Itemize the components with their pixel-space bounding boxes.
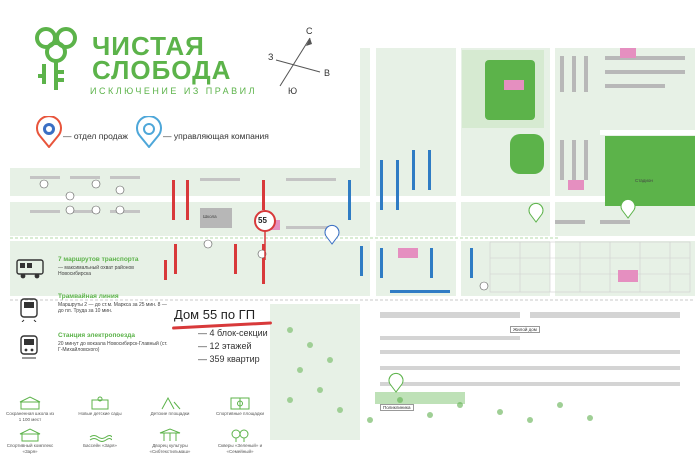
compass-east: В	[324, 68, 331, 78]
legend-sales: — отдел продаж	[63, 131, 128, 141]
house-title: Дом 55 по ГП	[174, 307, 256, 322]
house-line-floors: — 12 этажей	[198, 341, 252, 351]
tram-icon	[18, 296, 40, 327]
brand-title-line2: СЛОБОДА	[92, 55, 232, 85]
transport-bus-title: 7 маршрутов транспорта	[58, 256, 139, 263]
culture-house-icon	[158, 428, 182, 447]
management-marker-icon	[136, 115, 162, 153]
train-icon	[18, 334, 40, 365]
bus-icon	[16, 258, 44, 285]
transport-train-title: Станция электропоезда	[58, 332, 135, 339]
stadium-label: Стадион	[635, 178, 653, 183]
brand-title-line1: ЧИСТАЯ	[92, 31, 205, 61]
house-55-marker[interactable]: 55	[254, 210, 276, 265]
compass-north: С	[306, 26, 313, 36]
legend-school-label: Сохраненная школа из 1 100 мест	[5, 411, 55, 422]
legend-culture-house-label: Дворец культуры «Сибтекстильмаш»	[149, 443, 191, 454]
logo-icon	[30, 24, 88, 94]
transport-tram-text: Маршруты 2 — до ст.м. Маркса за 25 мин. …	[58, 302, 167, 314]
legend-sport-complex-label: Спортивный комплекс «Заря»	[6, 443, 54, 454]
clinic-label: Поликлиника	[380, 404, 414, 411]
sport-ground-icon	[228, 396, 252, 415]
icon-legend: Сохраненная школа из 1 100 мест Новые де…	[6, 396, 290, 460]
brand-tagline: ИСКЛЮЧЕНИЕ ИЗ ПРАВИЛ	[90, 86, 258, 96]
school-label: Школа	[203, 214, 217, 219]
compass: С Ю З В	[264, 26, 334, 98]
house-line-sections: — 4 блок-секции	[198, 328, 268, 338]
pool-icon	[88, 428, 113, 447]
kindergarten-icon	[88, 396, 112, 415]
sport-complex-icon	[18, 428, 42, 447]
legend-sport-ground-label: Спортивные площадки	[216, 411, 264, 416]
compass-west: З	[268, 52, 274, 62]
transport-tram-title: Трамвайная линия	[58, 293, 119, 300]
tree-icon	[18, 396, 42, 415]
compass-arrow-icon	[275, 37, 321, 87]
park-icon	[228, 428, 252, 447]
transport-bus-text: — максимальный охват районов Новосибирск…	[58, 265, 134, 277]
house-line-apartments: — 359 квартир	[198, 354, 260, 364]
playground-icon	[158, 396, 182, 415]
house-marker-number: 55	[258, 216, 267, 225]
sales-office-marker-icon	[36, 115, 62, 153]
legend-park-label: Скверы «Зеленый» и «Семейный»	[217, 443, 263, 454]
living-house-label: Жилой дом	[510, 326, 540, 333]
transport-train-text: 20 минут до вокзала Новосибирск-Главный …	[58, 341, 168, 353]
legend-management: — управляющая компания	[163, 131, 269, 141]
legend-playground-label: Детские площадки	[150, 411, 190, 416]
compass-south: Ю	[288, 86, 298, 96]
legend-pool-label: Бассейн «Заря»	[83, 443, 117, 448]
legend-kindergarten-label: Новые детские сады	[78, 411, 122, 416]
brand-title: ЧИСТАЯ СЛОБОДА	[92, 31, 232, 85]
